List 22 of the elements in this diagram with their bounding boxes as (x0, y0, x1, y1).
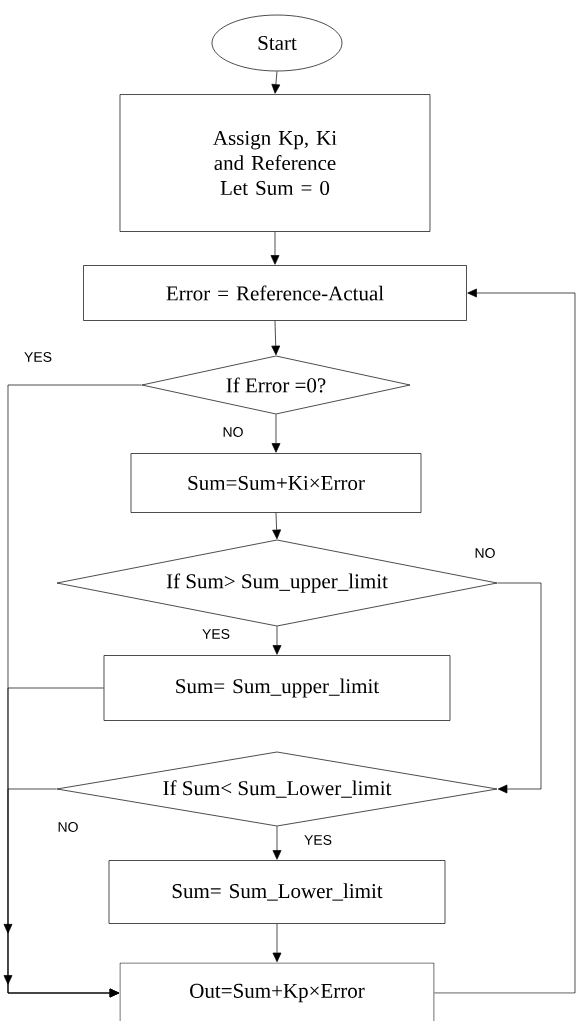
arrow (497, 582, 542, 794)
arrow (271, 414, 281, 453)
edge-label: YES (23, 351, 53, 363)
arrow (434, 288, 576, 994)
arrow (271, 71, 281, 94)
edge-label: NO (221, 426, 245, 438)
arrow (272, 826, 282, 860)
arrow (272, 626, 282, 655)
edge-label: NO (473, 547, 497, 559)
process-box: Sum= Sum_Lower_limit (108, 860, 446, 924)
arrow (271, 320, 281, 356)
process-box: Error = Reference-Actual (83, 265, 467, 321)
process-box: Sum= Sum_upper_limit (103, 655, 451, 721)
arrow (270, 231, 280, 265)
process-box: Out=Sum+Kp×Error (119, 962, 435, 1021)
process-box: Sum=Sum+Ki×Error (130, 453, 422, 513)
edge-label: YES (201, 628, 231, 640)
arrow (272, 923, 282, 963)
process-box: Assign Kp, Ki and Reference Let Sum = 0 (119, 94, 431, 232)
edge-label: YES (303, 834, 333, 846)
arrow (272, 512, 282, 540)
arrow (7, 788, 120, 998)
